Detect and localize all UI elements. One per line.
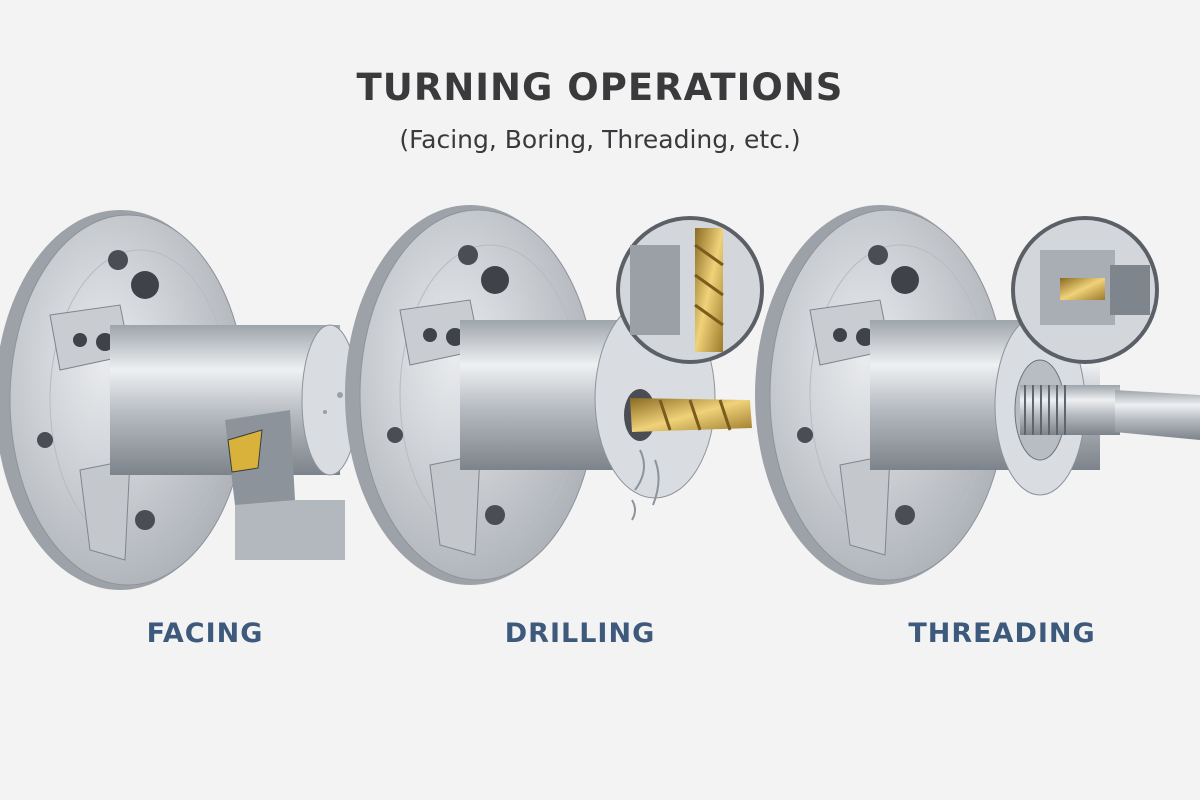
facing-chuck xyxy=(0,209,359,591)
label-drilling: DRILLING xyxy=(504,618,656,649)
tool-shank xyxy=(225,410,295,505)
carbide-insert-icon xyxy=(227,429,263,473)
label-threading: THREADING xyxy=(908,618,1096,649)
drilling-chuck xyxy=(344,204,764,586)
threading-tool-icon xyxy=(1060,278,1105,300)
page-title: TURNING OPERATIONS xyxy=(356,66,844,109)
tool-holder xyxy=(235,500,345,560)
label-facing: FACING xyxy=(146,618,264,649)
drilling-detail-magnifier xyxy=(616,216,764,364)
chips xyxy=(631,449,660,521)
threading-detail-magnifier xyxy=(1011,216,1159,364)
threading-chuck xyxy=(754,204,1200,586)
threaded-shaft xyxy=(1020,385,1120,435)
page-subtitle: (Facing, Boring, Threading, etc.) xyxy=(399,125,801,154)
